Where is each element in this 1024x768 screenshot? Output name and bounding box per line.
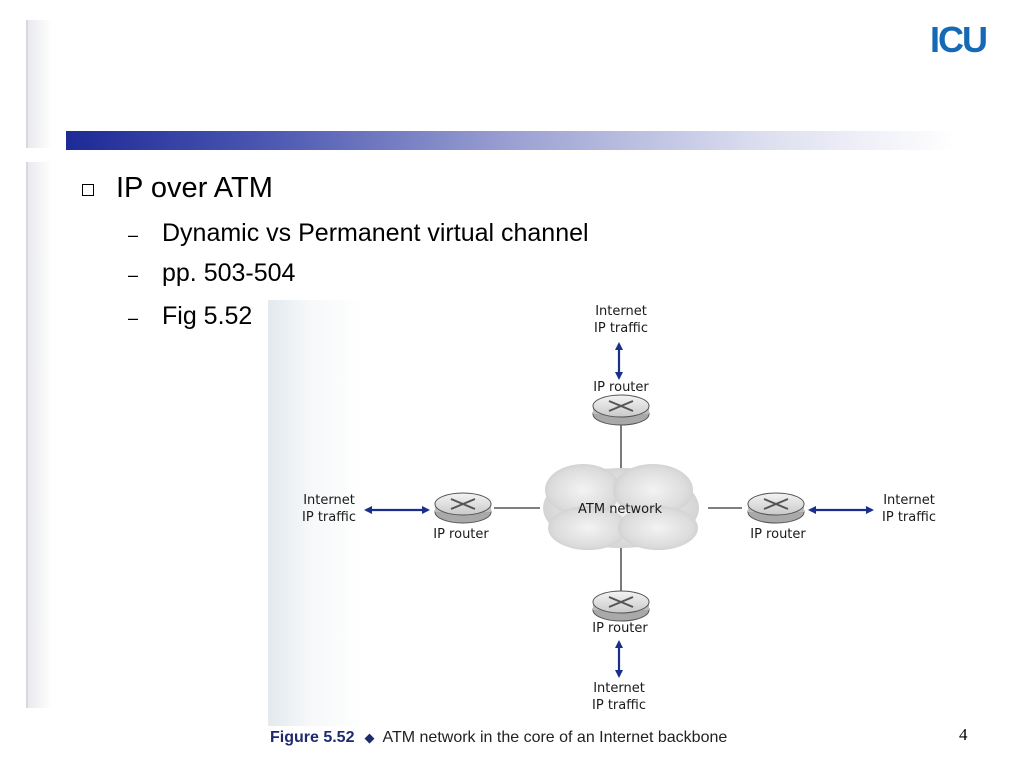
left-decor-strip-top (26, 20, 52, 148)
traffic-label-bottom-line1: Internet (593, 681, 645, 696)
figure-caption: Figure 5.52 ◆ ATM network in the core of a… (270, 729, 727, 747)
sub-bullet-text: pp. 503-504 (162, 259, 296, 287)
traffic-label-top-line2: IP traffic (594, 321, 648, 336)
sub-bullet: – Dynamic vs Permanent virtual channel (128, 219, 589, 248)
traffic-label-left-line1: Internet (303, 493, 355, 508)
router-left (434, 492, 492, 524)
cloud-label: ATM network (578, 502, 662, 517)
router-label-bottom: IP router (592, 621, 648, 636)
diamond-icon: ◆ (364, 730, 375, 745)
traffic-label-top-line1: Internet (595, 304, 647, 319)
router-bottom (592, 590, 650, 622)
icu-logo: ICU (930, 19, 988, 60)
dash-bullet-icon: – (128, 308, 139, 328)
sub-bullet-text: Fig 5.52 (162, 302, 253, 330)
sub-bullet: – pp. 503-504 (128, 259, 295, 288)
router-top (592, 394, 650, 426)
sub-bullet-text: Dynamic vs Permanent virtual channel (162, 219, 589, 247)
router-label-right: IP router (750, 527, 806, 542)
atm-network-cloud (543, 464, 699, 550)
router-label-left: IP router (433, 527, 489, 542)
atm-network-figure: ATM network IP router IP rou (268, 300, 958, 726)
router-right (747, 492, 805, 524)
caption-figure-number: Figure 5.52 (270, 729, 355, 746)
main-bullet: IP over ATM (82, 172, 273, 205)
traffic-label-left-line2: IP traffic (302, 510, 356, 525)
dash-bullet-icon: – (128, 225, 139, 245)
router-label-top: IP router (593, 380, 649, 395)
title-gradient-bar (66, 131, 956, 150)
left-decor-strip-bottom (26, 162, 52, 708)
traffic-label-bottom-line2: IP traffic (592, 698, 646, 713)
caption-text: ATM network in the core of an Internet b… (382, 729, 728, 746)
sub-bullet: – Fig 5.52 (128, 302, 252, 331)
traffic-label-right-line1: Internet (883, 493, 935, 508)
traffic-label-right-line2: IP traffic (882, 510, 936, 525)
dash-bullet-icon: – (128, 265, 139, 285)
main-bullet-text: IP over ATM (116, 172, 273, 204)
square-bullet-icon (82, 184, 94, 196)
page-number: 4 (959, 725, 968, 744)
network-diagram: ATM network IP router IP rou (302, 304, 936, 713)
